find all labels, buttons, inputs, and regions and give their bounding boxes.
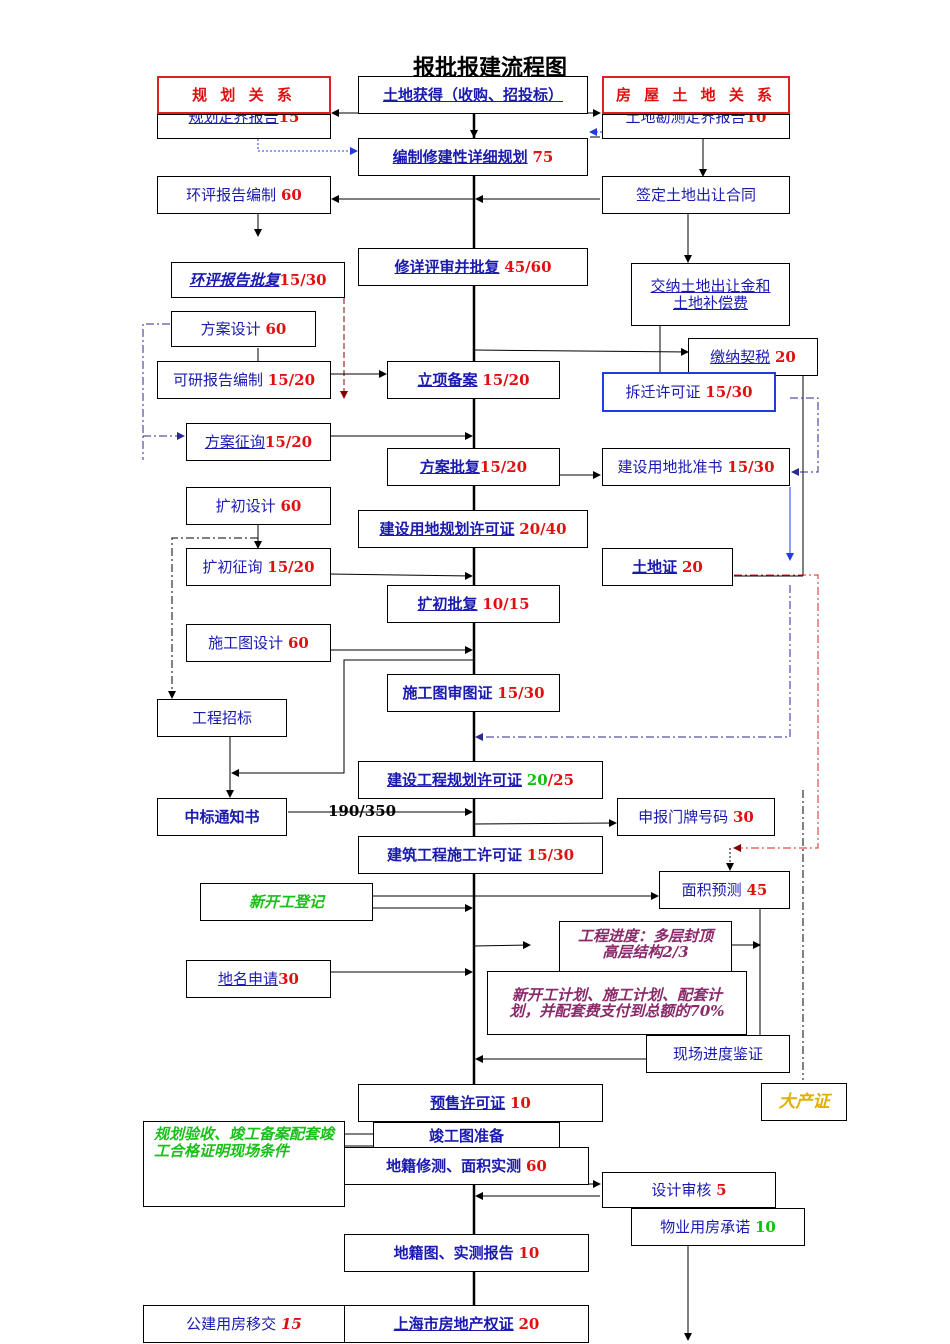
node-cadastral-survey: 地籍修测、面积实测 60: [344, 1147, 589, 1185]
days-total: 190/350: [328, 802, 397, 820]
node-door-number: 申报门牌号码 30: [617, 798, 775, 836]
node-acceptance-note: 规划验收、竣工备案配套竣工合格证明现场条件: [143, 1121, 345, 1207]
node-tender: 工程招标: [157, 699, 287, 737]
node-project-plan-permit: 建设工程规划许可证 20/25: [358, 761, 603, 799]
node-scheme-design: 方案设计 60: [171, 311, 316, 347]
node-big-cert: 大产证: [761, 1083, 847, 1121]
node-land-use-approval: 建设用地批准书 15/30: [602, 448, 790, 486]
node-construction-permit: 建筑工程施工许可证 15/30: [358, 836, 603, 874]
node-land-acquire: 土地获得（收购、招投标）: [358, 76, 588, 114]
node-site-check: 现场进度鉴证: [646, 1035, 790, 1073]
node-design-review: 设计审核 5: [602, 1172, 776, 1208]
node-construction-drawing: 施工图设计 60: [186, 624, 331, 662]
node-deed-tax: 缴纳契税 20: [688, 338, 818, 376]
node-new-registration: 新开工登记: [200, 883, 373, 921]
node-place-name: 地名申请30: [186, 960, 331, 998]
node-land-contract: 签定土地出让合同: [602, 176, 790, 214]
node-bid-notice: 中标通知书: [157, 798, 287, 836]
node-plan-note: 新开工计划、施工计划、配套计划，并配套费支付到总额的70%: [487, 971, 747, 1035]
node-land-survey-report: 土地勘测定界报告10: [602, 114, 790, 139]
node-pay-land: 交纳土地出让金和土地补偿费: [631, 263, 790, 326]
node-demolition: 拆迁许可证 15/30: [602, 372, 776, 412]
node-scheme-consult: 方案征询15/20: [186, 423, 331, 461]
node-area-forecast: 面积预测 45: [659, 871, 790, 909]
node-land-cert: 土地证 20: [602, 548, 733, 586]
housing-land-header: 房 屋 土 地 关 系: [602, 76, 790, 114]
node-env-report: 环评报告编制 60: [157, 176, 331, 214]
node-progress: 工程进度：多层封顶高层结构2/3: [559, 921, 732, 973]
node-property-cert: 上海市房地产权证 20: [344, 1305, 589, 1343]
node-feasibility: 可研报告编制 15/20: [157, 361, 331, 399]
node-prelim-consult: 扩初征询 15/20: [186, 548, 331, 586]
node-detailed-plan-approve: 修详评审并批复 45/60: [358, 248, 588, 286]
planning-header: 规 划 关 系: [157, 76, 331, 114]
node-env-approve: 环评报告批复15/30: [171, 262, 345, 298]
node-property-commit: 物业用房承诺 10: [631, 1208, 805, 1246]
node-land-plan-permit: 建设用地规划许可证 20/40: [358, 510, 588, 548]
node-cadastral-map: 地籍图、实测报告 10: [344, 1234, 589, 1272]
node-scheme-approve: 方案批复15/20: [387, 448, 560, 486]
node-prelim-approve: 扩初批复 10/15: [387, 585, 560, 623]
node-as-built: 竣工图准备: [373, 1122, 560, 1150]
node-project-filing: 立项备案 15/20: [387, 361, 560, 399]
node-plan-report: 规划定界报告15: [157, 114, 331, 139]
node-drawing-review: 施工图审图证 15/30: [387, 674, 560, 712]
node-presale: 预售许可证 10: [358, 1084, 603, 1122]
node-prelim-design: 扩初设计 60: [186, 487, 331, 525]
node-detailed-plan: 编制修建性详细规划 75: [358, 138, 588, 176]
node-public-transfer: 公建用房移交 15: [143, 1305, 345, 1343]
